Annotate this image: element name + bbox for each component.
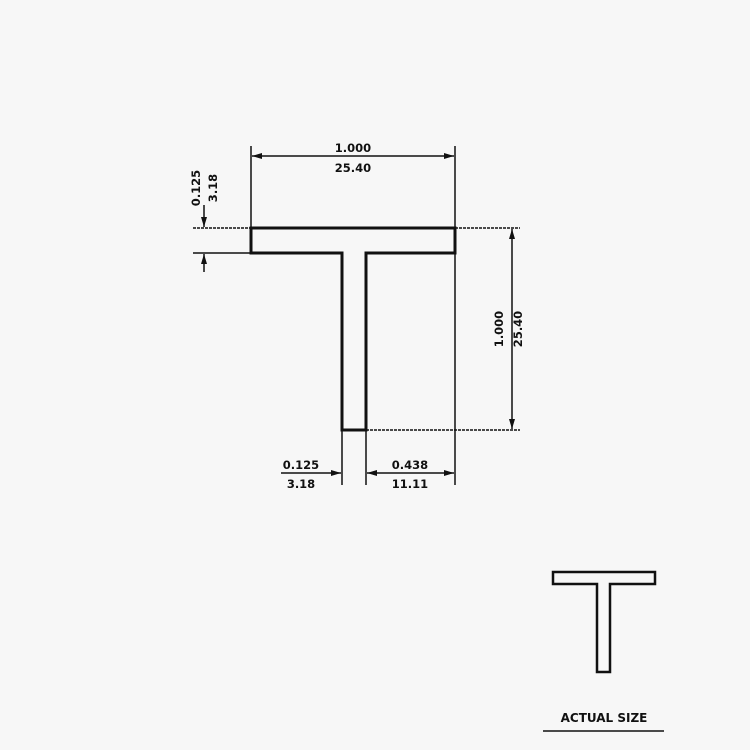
width-dimension — [250, 146, 456, 228]
stem-thickness-in-label: 0.125 — [283, 458, 319, 472]
stem-thickness-mm-label: 3.18 — [287, 477, 315, 491]
half-flange-mm-label: 11.11 — [392, 477, 428, 491]
flange-thickness-mm-label: 3.18 — [206, 174, 220, 202]
t-profile — [249, 226, 457, 432]
flange-thickness-dimension — [193, 205, 251, 272]
height-in-label: 1.000 — [492, 311, 506, 347]
width-mm-label: 25.40 — [335, 161, 371, 175]
actual-size-label: ACTUAL SIZE — [561, 711, 648, 725]
width-in-label: 1.000 — [335, 141, 371, 155]
actual-size-t-profile — [551, 570, 657, 674]
height-dimension — [366, 227, 520, 431]
flange-thickness-in-label: 0.125 — [189, 170, 203, 206]
bottom-dimensions — [281, 253, 456, 485]
height-mm-label: 25.40 — [511, 311, 525, 347]
half-flange-in-label: 0.438 — [392, 458, 428, 472]
